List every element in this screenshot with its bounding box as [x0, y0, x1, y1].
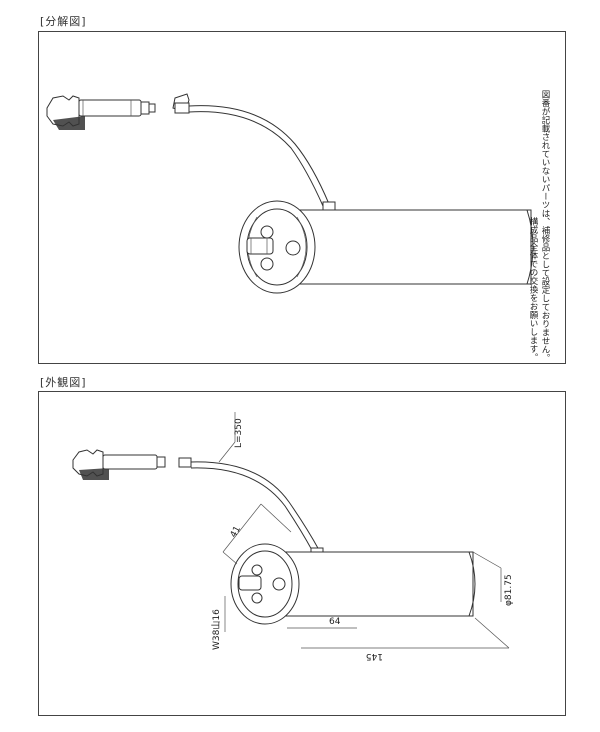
exploded-view-drawing — [46, 93, 534, 294]
exploded-view-title: [分解図] — [40, 15, 87, 28]
dim-cord-length: L=350 — [234, 418, 244, 448]
dim-fitting-length: 41 — [229, 525, 243, 540]
adapter-part — [46, 95, 156, 130]
adapter-part-external — [72, 449, 324, 557]
external-view-drawing: L=350 41 64 145 φ81.75 W38山16 — [72, 412, 514, 661]
note-line-2: 構成品全体での交換をお願いします。 — [528, 217, 538, 362]
dim-flange-offset: 64 — [329, 617, 341, 627]
cord-connector-part — [172, 93, 336, 211]
dim-thread-spec: W38山16 — [211, 609, 222, 650]
external-view-frame: L=350 41 64 145 φ81.75 W38山16 — [38, 391, 566, 716]
cartridge-body-external — [230, 543, 476, 625]
exploded-view-note-2: 構成品全体での交換をお願いします。 — [527, 217, 538, 362]
note-line-1: 図番が記載されていないパーツは、補修品として設定しておりません。 — [540, 90, 550, 362]
dim-body-length: 145 — [366, 651, 383, 661]
exploded-view-frame: 図番が記載されていないパーツは、補修品として設定しておりません。 構成品全体での… — [38, 31, 566, 364]
dimension-lines — [218, 412, 510, 649]
dim-outer-diameter: φ81.75 — [504, 574, 514, 606]
cartridge-body — [238, 200, 534, 294]
exploded-view-note: 図番が記載されていないパーツは、補修品として設定しておりません。 — [539, 90, 550, 362]
external-view-title: [外観図] — [40, 376, 87, 389]
